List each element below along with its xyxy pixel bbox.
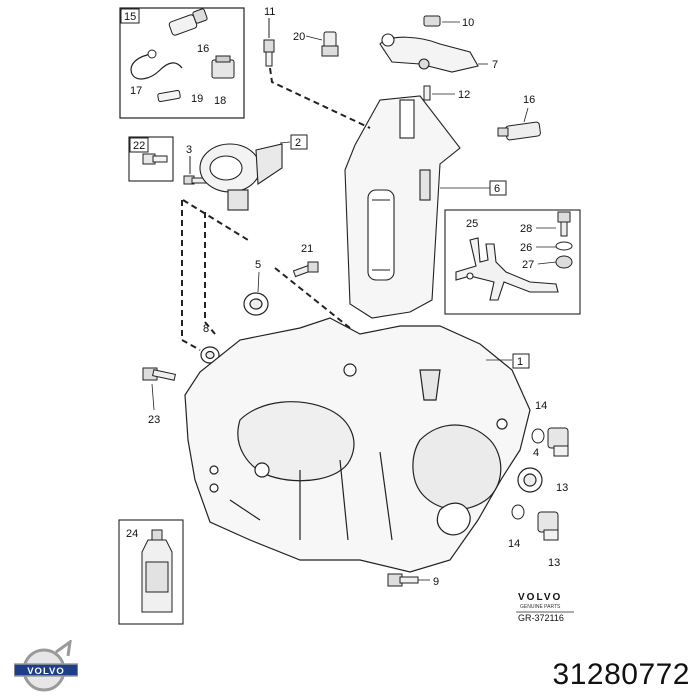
plug-13-parts (537, 427, 569, 541)
callout-11: 11 (264, 6, 275, 18)
inset-box-25 (444, 209, 581, 315)
callout-19: 19 (191, 93, 203, 105)
callout-22: 22 (133, 140, 145, 152)
sensor-16-part (497, 121, 541, 141)
callout-26: 26 (520, 242, 532, 254)
callout-20: 20 (293, 31, 305, 43)
bolt-9-part (387, 573, 419, 587)
fluid-bottle-part (141, 529, 173, 613)
callout-3: 3 (186, 144, 192, 156)
bolt-23-part (142, 367, 176, 381)
stamp-tagline: GENUINE PARTS (520, 604, 561, 610)
callout-4: 4 (533, 447, 539, 459)
sensor-part (168, 8, 208, 36)
part-number: 31280772 (552, 658, 690, 691)
callout-13b: 13 (548, 557, 560, 569)
callout-1: 1 (517, 356, 523, 368)
callout-7: 7 (492, 59, 498, 71)
top-small-parts (263, 15, 441, 101)
shift-lever-part (379, 33, 479, 73)
callout-24: 24 (126, 528, 138, 540)
stamp-brand: VOLVO (518, 592, 562, 603)
callout-14b: 14 (508, 538, 520, 550)
bolt-21-part (292, 261, 319, 278)
callout-8: 8 (203, 323, 209, 335)
inset-box-24: 24 (118, 519, 184, 625)
gearbox-housing-part (184, 317, 531, 573)
callout-23: 23 (148, 414, 160, 426)
stamp-group-code: GR-372116 (518, 613, 564, 623)
callout-6: 6 (494, 183, 500, 195)
callout-27: 27 (522, 259, 534, 271)
callout-12: 12 (458, 89, 470, 101)
callout-13a: 13 (556, 482, 568, 494)
callout-2: 2 (295, 137, 301, 149)
callout-18: 18 (214, 95, 226, 107)
callout-16b: 16 (523, 94, 535, 106)
callout-25: 25 (466, 218, 478, 230)
seal-5-part (243, 292, 269, 316)
inset-box-15: 15 16 17 18 19 (119, 7, 245, 119)
callout-21: 21 (301, 243, 313, 255)
callout-15: 15 (124, 11, 136, 23)
seal-8-part (200, 346, 220, 364)
callout-16a: 16 (197, 43, 209, 55)
seal-4-part (517, 467, 543, 493)
logo-text: VOLVO (27, 666, 65, 677)
callout-9: 9 (433, 576, 439, 588)
callout-5: 5 (255, 259, 261, 271)
callout-14a: 14 (535, 400, 547, 412)
inset-box-22: 22 (128, 136, 174, 182)
slave-cylinder-part (199, 143, 283, 211)
callout-10: 10 (462, 17, 474, 29)
volvo-logo: VOLVO (14, 640, 78, 692)
callout-17: 17 (130, 85, 142, 97)
genuine-parts-stamp: VOLVO GENUINE PARTS GR-372116 (516, 592, 574, 623)
washer-14-parts (511, 428, 545, 520)
callout-28: 28 (520, 223, 532, 235)
shift-housing-part (344, 95, 461, 319)
